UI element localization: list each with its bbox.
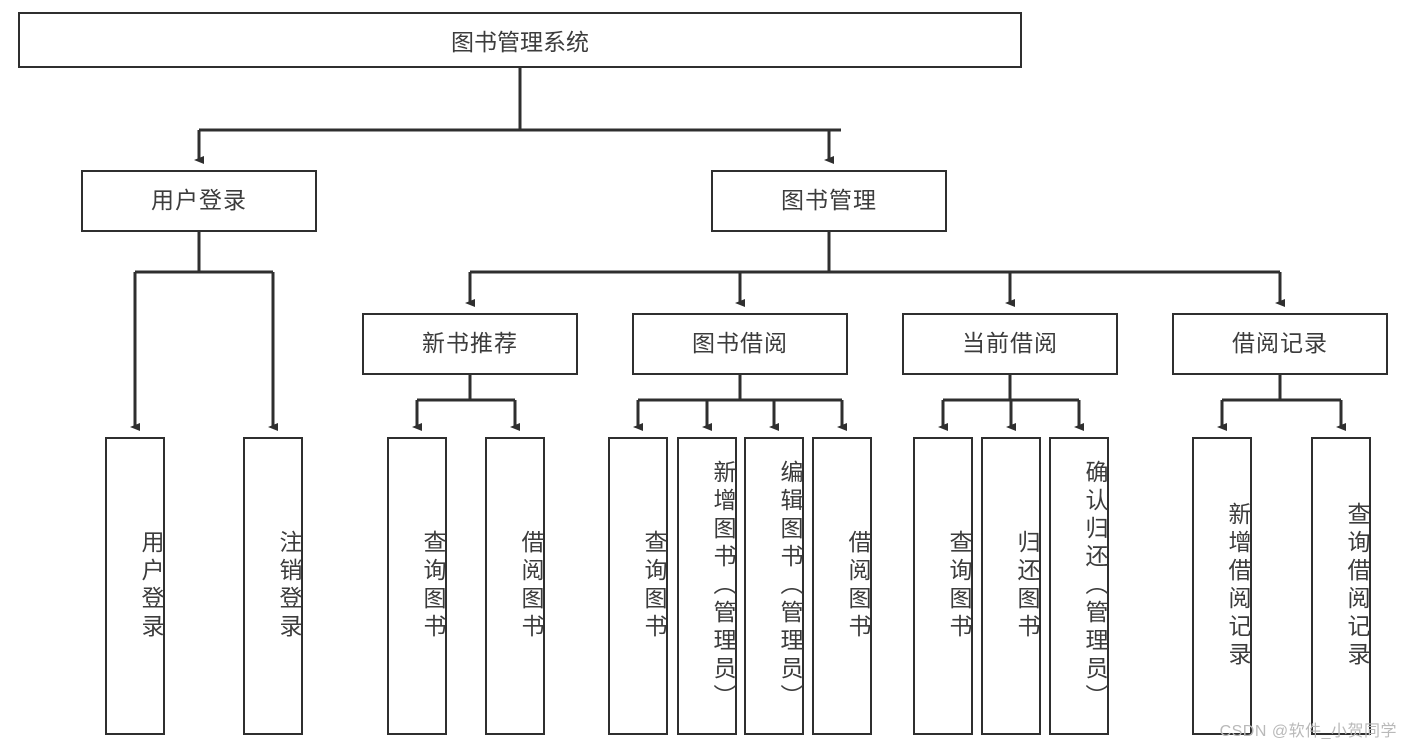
node-borrow-record[interactable]: 借阅记录	[1172, 313, 1388, 375]
node-label: 借阅记录	[1232, 330, 1328, 357]
node-label: 查询借阅记录	[1344, 502, 1370, 670]
node-leaf-borrow-record-query[interactable]: 查询借阅记录	[1311, 437, 1371, 735]
node-leaf-borrow-record-add[interactable]: 新增借阅记录	[1192, 437, 1252, 735]
node-label: 编辑图书（管理员）	[777, 460, 803, 712]
node-label: 归还图书	[1014, 530, 1040, 642]
node-user-login[interactable]: 用户登录	[81, 170, 317, 232]
node-leaf-book-borrow-borrow[interactable]: 借阅图书	[812, 437, 872, 735]
watermark: CSDN @软件_小贺同学	[1219, 723, 1397, 740]
node-label: 当前借阅	[962, 330, 1058, 357]
node-root-book-management-system[interactable]: 图书管理系统	[18, 12, 1022, 68]
node-leaf-new-book-query[interactable]: 查询图书	[387, 437, 447, 735]
node-label: 查询图书	[641, 530, 667, 642]
node-label: 图书借阅	[692, 330, 788, 357]
node-label: 查询图书	[946, 530, 972, 642]
node-leaf-book-borrow-query[interactable]: 查询图书	[608, 437, 668, 735]
node-label: 用户登录	[151, 187, 247, 214]
node-label: 新增借阅记录	[1225, 502, 1251, 670]
node-leaf-user-login-login[interactable]: 用户登录	[105, 437, 165, 735]
node-label: 借阅图书	[845, 530, 871, 642]
node-leaf-current-borrow-return[interactable]: 归还图书	[981, 437, 1041, 735]
node-current-borrow[interactable]: 当前借阅	[902, 313, 1118, 375]
node-label: 借阅图书	[518, 530, 544, 642]
node-leaf-user-login-logout[interactable]: 注销登录	[243, 437, 303, 735]
node-leaf-new-book-borrow[interactable]: 借阅图书	[485, 437, 545, 735]
node-leaf-book-borrow-add[interactable]: 新增图书（管理员）	[677, 437, 737, 735]
node-label: 图书管理系统	[451, 29, 589, 55]
node-label: 注销登录	[276, 530, 302, 642]
node-label: 用户登录	[138, 530, 164, 642]
node-book-management[interactable]: 图书管理	[711, 170, 947, 232]
node-label: 图书管理	[781, 187, 877, 214]
node-leaf-current-borrow-query[interactable]: 查询图书	[913, 437, 973, 735]
node-leaf-book-borrow-edit[interactable]: 编辑图书（管理员）	[744, 437, 804, 735]
node-book-borrow[interactable]: 图书借阅	[632, 313, 848, 375]
node-new-book-recommend[interactable]: 新书推荐	[362, 313, 578, 375]
node-label: 新书推荐	[422, 330, 518, 357]
node-label: 查询图书	[420, 530, 446, 642]
node-label: 确认归还（管理员）	[1082, 460, 1108, 712]
node-leaf-current-borrow-confirm-return[interactable]: 确认归还（管理员）	[1049, 437, 1109, 735]
node-label: 新增图书（管理员）	[710, 460, 736, 712]
